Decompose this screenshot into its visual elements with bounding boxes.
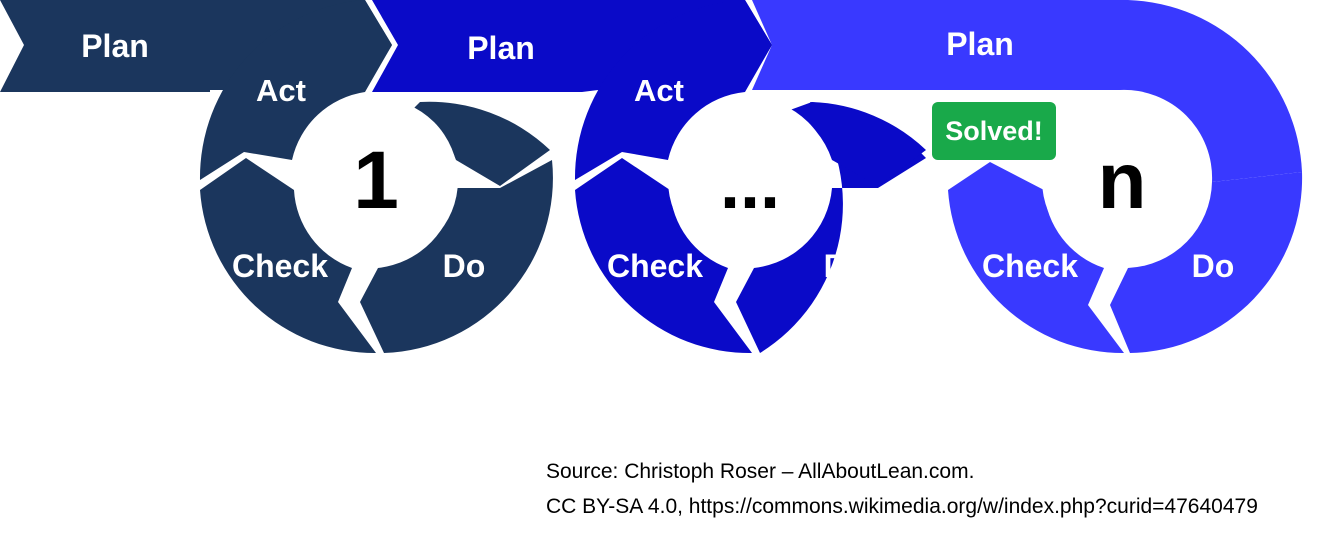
cycle-n-center-label: n [1098,136,1147,225]
cycle-1-act-label: Act [256,73,306,108]
cycle-n [752,0,1303,354]
cycle-2-do-label: Do [824,248,867,284]
cycle-1-do-segment [360,160,553,353]
cycle-2-act-segment [574,0,772,180]
cycle-2-do-segment-upper [790,102,926,186]
source-credit-line-1: Source: Christoph Roser – AllAboutLean.c… [546,460,975,483]
cycle-2 [372,0,926,354]
cycle-n-plan-label: Plan [946,26,1014,62]
cycle-1 [0,0,553,354]
solved-badge: Solved! [932,102,1056,160]
cycle-2-check-segment [575,158,752,354]
cycle-n-do-label: Do [1192,248,1235,284]
cycle-2-check-label: Check [607,248,703,284]
solved-badge-box [932,102,1056,160]
cycle-2-center-label: ... [720,144,780,224]
cycle-n-plan-arrow [752,0,1302,182]
cycle-n-center [1042,98,1206,262]
cycle-2-center [668,98,832,262]
cycle-n-check-label: Check [982,248,1078,284]
cycle-1-center [294,98,458,262]
cycle-1-center-label: 1 [353,135,399,226]
source-credit-line-2: CC BY-SA 4.0, https://commons.wikimedia.… [546,495,1258,518]
cycle-1-check-label: Check [232,248,328,284]
cycle-n-do-segment [1110,172,1303,353]
cycle-1-do-label: Do [443,248,486,284]
cycle-2-act-label: Act [634,73,684,108]
cycle-1-do-segment-upper [412,101,550,186]
cycle-n-check-segment [948,162,1124,354]
solved-badge-label: Solved! [945,116,1043,146]
cycle-1-plan-label: Plan [81,28,149,64]
cycle-1-act-segment [199,0,392,180]
cycle-1-check-segment [200,158,376,354]
cycle-2-plan-label: Plan [467,30,535,66]
